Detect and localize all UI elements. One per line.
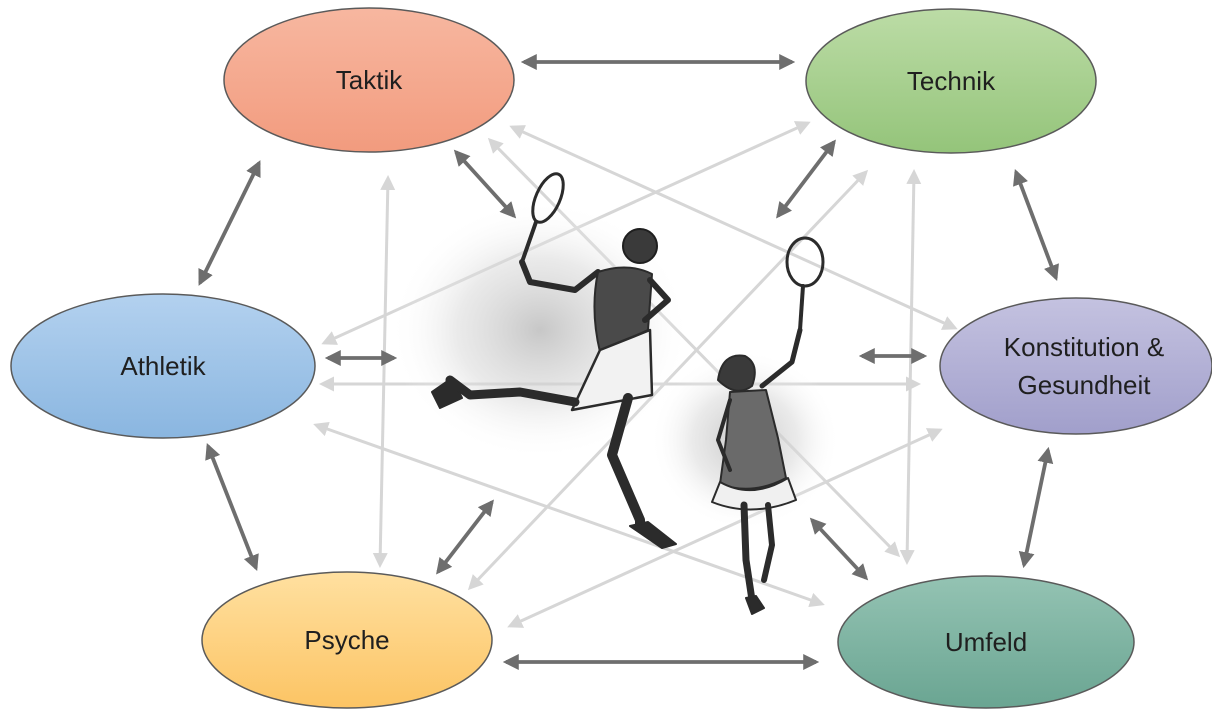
tennis-players-sketch-icon — [390, 172, 840, 615]
primary-arrows — [198, 54, 1059, 670]
arrow-technik-center — [776, 139, 836, 219]
node-konstitution-label-line1: Konstitution & — [1004, 332, 1164, 362]
arrow-psyche-konstitution — [507, 428, 943, 628]
arrow-taktik-psyche — [372, 175, 396, 568]
node-technik-label: Technik — [907, 66, 996, 96]
arrow-konstitution-umfeld — [1018, 446, 1054, 569]
node-taktik: Taktik — [223, 7, 515, 153]
arrow-psyche-center — [436, 499, 494, 575]
arrow-technik-umfeld — [899, 169, 922, 565]
node-athletik: Athletik — [10, 293, 316, 439]
node-taktik-label: Taktik — [336, 65, 403, 95]
arrow-taktik-athletik — [198, 160, 261, 286]
node-umfeld: Umfeld — [837, 575, 1135, 709]
node-psyche: Psyche — [201, 571, 493, 709]
node-konstitution-label-line2: Gesundheit — [1018, 370, 1152, 400]
arrow-technik-konstitution — [1013, 169, 1059, 281]
node-technik: Technik — [805, 8, 1097, 154]
node-athletik-label: Athletik — [120, 351, 206, 381]
arrow-umfeld-center — [809, 517, 869, 581]
node-konstitution: Konstitution & Gesundheit — [939, 297, 1212, 435]
node-umfeld-label: Umfeld — [945, 627, 1027, 657]
arrow-athletik-psyche — [205, 443, 259, 571]
node-psyche-label: Psyche — [304, 625, 389, 655]
arrow-taktik-center — [453, 149, 517, 219]
